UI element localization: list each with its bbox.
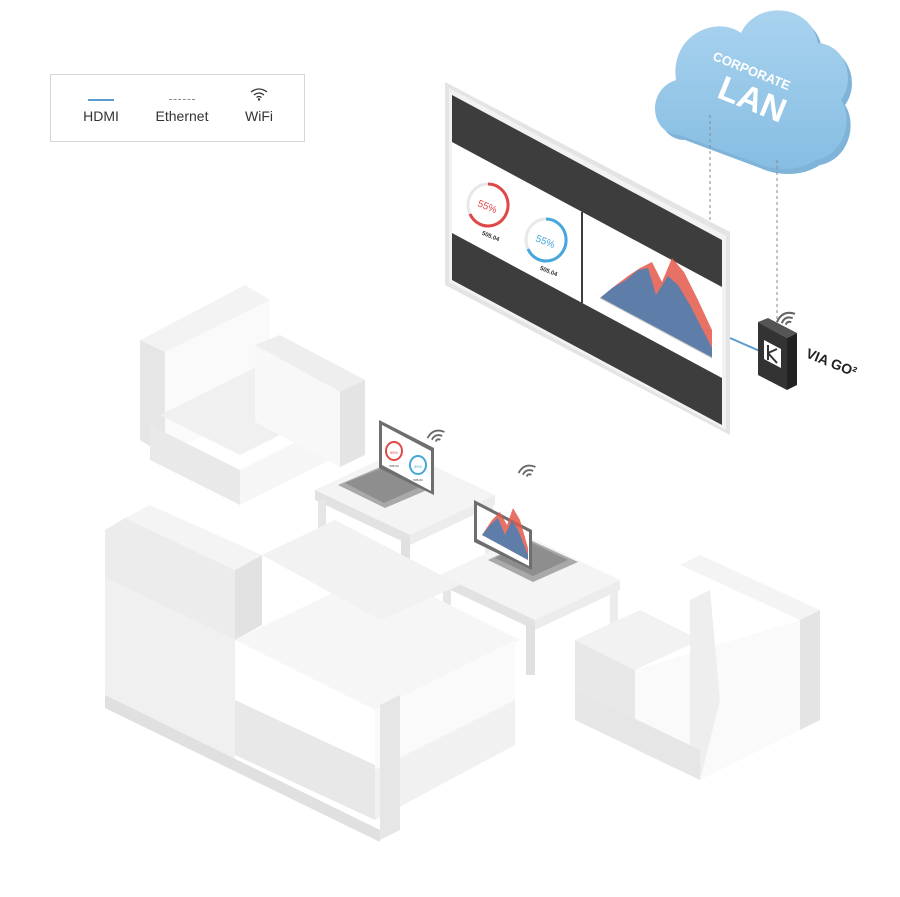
hdmi-line-symbol xyxy=(88,99,114,101)
armchair-back-left xyxy=(140,285,365,505)
device-label: VIA GO² xyxy=(804,345,860,380)
laptop-1-caption2: 505.04 xyxy=(413,478,423,482)
legend: HDMI Ethernet WiFi xyxy=(50,74,305,142)
device-wifi-icon xyxy=(776,311,796,326)
hdmi-cable xyxy=(729,337,763,353)
wifi-icon xyxy=(250,88,268,101)
laptop-1-gauge2-value: 55% xyxy=(414,464,422,469)
via-go2-device: VIA GO² xyxy=(758,311,860,390)
armchair-front-right xyxy=(575,555,820,780)
corporate-lan-cloud: CORPORATE LAN xyxy=(655,10,852,175)
sofa xyxy=(105,505,520,842)
laptop-2-wifi-icon xyxy=(517,464,536,477)
laptop-1-gauge1-value: 55% xyxy=(390,450,398,455)
laptop-1-wifi-icon xyxy=(426,429,445,442)
legend-label-ethernet: Ethernet xyxy=(155,108,209,124)
wall-display: 55% 505.04 55% 505.04 xyxy=(445,82,730,435)
legend-item-hdmi: HDMI xyxy=(61,89,141,124)
laptop-1: 55% 505.04 55% 505.04 xyxy=(338,420,445,508)
legend-item-ethernet: Ethernet xyxy=(142,89,222,124)
legend-label-wifi: WiFi xyxy=(245,108,273,124)
ethernet-line-symbol xyxy=(169,99,195,100)
legend-item-wifi: WiFi xyxy=(219,88,299,124)
laptop-2 xyxy=(474,464,578,582)
laptop-1-caption1: 505.04 xyxy=(389,464,399,468)
legend-label-hdmi: HDMI xyxy=(83,108,119,124)
display-area-chart xyxy=(599,258,713,359)
